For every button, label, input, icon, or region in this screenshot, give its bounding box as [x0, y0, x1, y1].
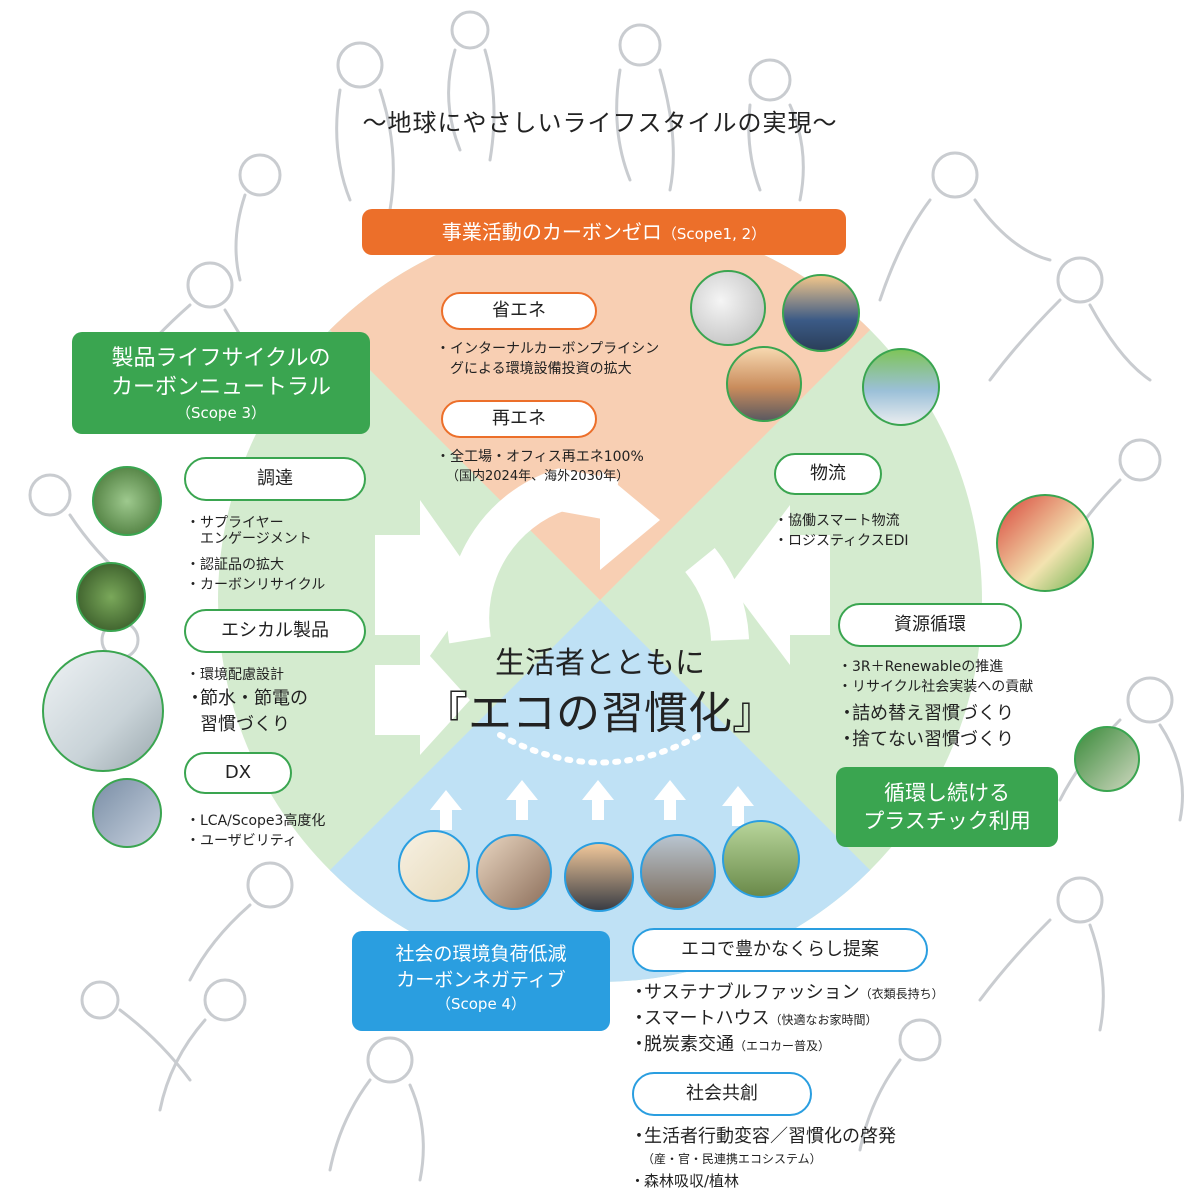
scope12-label: 事業活動のカーボンゼロ [442, 220, 662, 244]
procurement-item-3-text: カーボンリサイクル [200, 577, 325, 593]
procurement-pill: 調達 [184, 457, 366, 501]
eco-life-pill: エコで豊かなくらし提案 [632, 928, 928, 972]
resource-big-2-text: 捨てない習慣づくり [852, 729, 1014, 750]
plastic-banner: 循環し続ける プラスチック利用 [836, 767, 1058, 847]
photo-clothes [398, 830, 470, 902]
page-title: ～地球にやさしいライフスタイルの実現～ [0, 103, 1200, 138]
dx-item-1: ・LCA/Scope3高度化 [186, 812, 325, 830]
photo-factory-sunset [726, 346, 802, 422]
photo-tree-planting [722, 820, 800, 898]
photo-recycling-box [996, 494, 1094, 592]
resource-item-2: ・リサイクル社会実装への貢献 [838, 678, 1033, 696]
ethical-item-1: ・環境配慮設計 [186, 666, 284, 684]
scope4-line1: 社会の環境負荷低減 [352, 941, 610, 967]
logistics-item-1-text: 協働スマート物流 [788, 513, 900, 529]
resource-big-1-text: 詰め替え習慣づくり [852, 703, 1014, 724]
eco-life-item-1-sub: （衣類長持ち） [860, 987, 944, 1001]
photo-ev-charging [564, 842, 634, 912]
dx-item-2: ・ユーザビリティ [186, 832, 297, 850]
resource-item-1-text: 3R＋Renewableの推進 [852, 659, 1003, 675]
scope4-line2: カーボンネガティブ [352, 967, 610, 993]
co-creation-item-1-text: 生活者行動変容／習慣化の啓発 [644, 1126, 896, 1147]
procurement-item-1-text: サプライヤー [200, 515, 284, 531]
procurement-item-1-cont: エンゲージメント [200, 530, 312, 548]
renewable-pill: 再エネ [441, 400, 597, 438]
ethical-item-1-text: 環境配慮設計 [200, 667, 284, 683]
scope3-line1: 製品ライフサイクルの [72, 344, 370, 373]
co-creation-pill: 社会共創 [632, 1072, 812, 1116]
scope4-scope: （Scope 4） [352, 993, 610, 1015]
scope12-banner: 事業活動のカーボンゼロ（Scope1, 2） [362, 209, 846, 255]
co-creation-item-1-sub: （産・官・民連携エコシステム） [642, 1150, 822, 1168]
scope3-scope: （Scope 3） [72, 402, 370, 424]
ethical-pill: エシカル製品 [184, 609, 366, 653]
energy-saving-item-line1: インターナルカーボンプライシン [450, 341, 659, 357]
ethical-item-2-cont: 習慣づくり [200, 712, 290, 737]
photo-family [476, 834, 552, 910]
photo-digital-screen [92, 778, 162, 848]
photo-graph-document [690, 270, 766, 346]
logistics-item-2-text: ロジスティクスEDI [788, 533, 909, 549]
scope3-line2: カーボンニュートラル [72, 373, 370, 402]
procurement-item-2: ・認証品の拡大 [186, 556, 284, 574]
renewable-item-note: （国内2024年、海外2030年） [446, 468, 629, 486]
eco-life-item-2: ・スマートハウス（快適なお家時間） [630, 1006, 877, 1033]
photo-refill-station [1074, 726, 1140, 792]
scope12-scope: （Scope1, 2） [662, 225, 766, 243]
energy-saving-item-cont: グによる環境設備投資の拡大 [450, 360, 632, 378]
photo-solar-panels [782, 274, 860, 352]
resource-item-1: ・3R＋Renewableの推進 [838, 658, 1003, 676]
photo-washing-hands [42, 650, 164, 772]
photo-crowd [640, 834, 716, 910]
eco-life-item-1-text: サステナブルファッション [644, 982, 860, 1003]
resource-item-2-text: リサイクル社会実装への貢献 [852, 679, 1033, 695]
scope3-banner: 製品ライフサイクルの カーボンニュートラル （Scope 3） [72, 332, 370, 434]
resource-big-1: ・詰め替え習慣づくり [838, 701, 1014, 726]
logistics-item-1: ・協働スマート物流 [774, 512, 900, 530]
resource-pill: 資源循環 [838, 603, 1022, 647]
scope4-banner: 社会の環境負荷低減 カーボンネガティブ （Scope 4） [352, 931, 610, 1031]
plastic-line1: 循環し続ける [836, 779, 1058, 807]
co-creation-item-2-text: 森林吸収/植林 [644, 1172, 739, 1190]
eco-life-item-2-sub: （快適なお家時間） [769, 1013, 877, 1027]
logistics-pill: 物流 [774, 453, 882, 495]
eco-life-item-3: ・脱炭素交通（エコカー普及） [630, 1032, 830, 1059]
dx-item-2-text: ユーザビリティ [200, 833, 297, 849]
photo-trucks [862, 348, 940, 426]
photo-trees [92, 466, 162, 536]
procurement-item-2-text: 認証品の拡大 [200, 557, 284, 573]
dx-pill: DX [184, 752, 292, 794]
dx-item-1-text: LCA/Scope3高度化 [200, 813, 325, 829]
procurement-item-3: ・カーボンリサイクル [186, 576, 325, 594]
photo-palm-forest [76, 562, 146, 632]
co-creation-item-1: ・生活者行動変容／習慣化の啓発 [630, 1124, 896, 1149]
ethical-item-2: ・節水・節電の [186, 686, 308, 711]
center-line1: 生活者とともに [420, 638, 780, 682]
eco-life-item-1: ・サステナブルファッション（衣類長持ち） [630, 980, 944, 1007]
eco-life-item-3-sub: （エコカー普及） [734, 1039, 830, 1053]
renewable-item: ・全工場・オフィス再エネ100% [436, 448, 644, 466]
resource-big-2: ・捨てない習慣づくり [838, 727, 1014, 752]
energy-saving-pill: 省エネ [441, 292, 597, 330]
logistics-item-2: ・ロジスティクスEDI [774, 532, 909, 550]
center-line2: 『エコの習慣化』 [420, 677, 780, 741]
plastic-line2: プラスチック利用 [836, 807, 1058, 835]
eco-life-item-3-text: 脱炭素交通 [644, 1034, 734, 1055]
ethical-item-2-text: 節水・節電の [200, 688, 308, 709]
energy-saving-item: ・インターナルカーボンプライシン [436, 340, 659, 358]
co-creation-item-2: ・森林吸収/植林 [630, 1172, 739, 1190]
eco-life-item-2-text: スマートハウス [644, 1008, 769, 1029]
renewable-item-line1: 全工場・オフィス再エネ100% [450, 449, 644, 465]
